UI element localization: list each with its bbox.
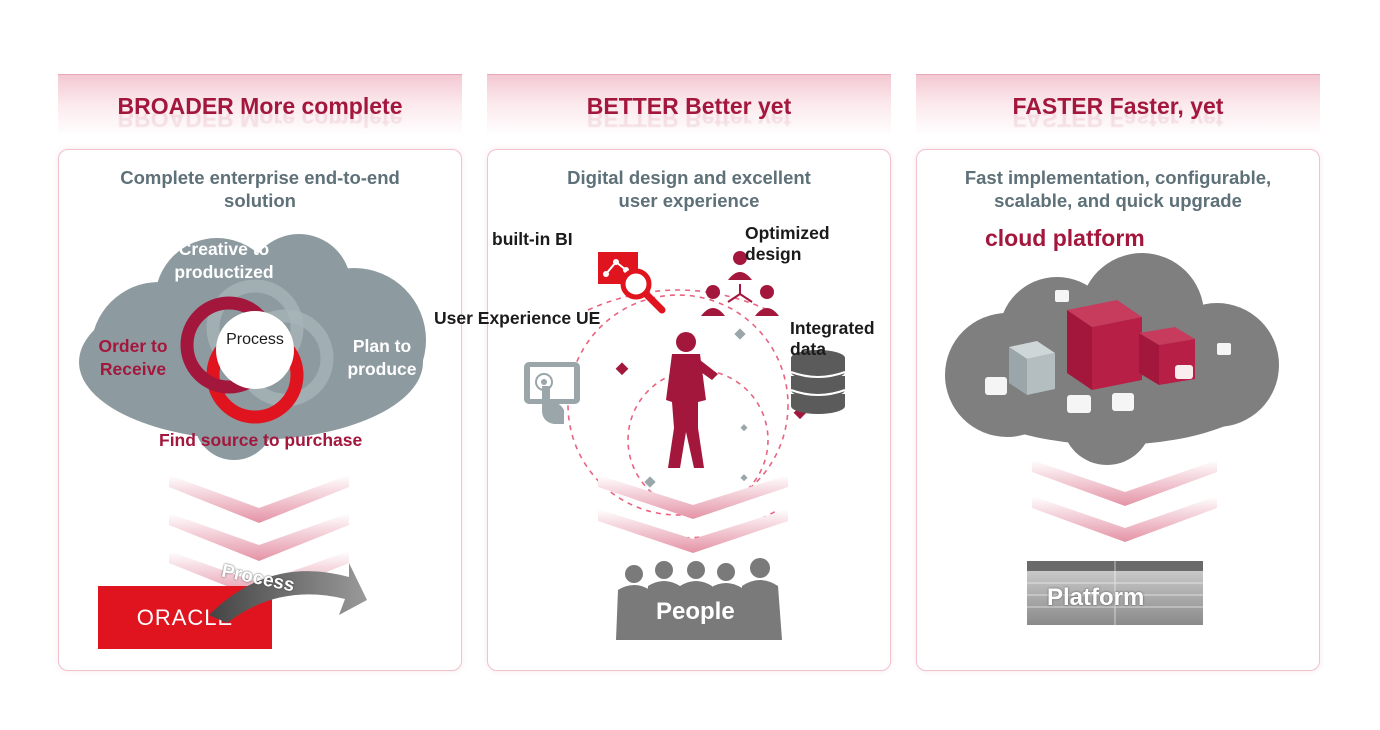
people-group-icon xyxy=(616,558,782,640)
cloud-icon xyxy=(945,253,1279,465)
cube-icon xyxy=(1009,300,1195,395)
label-built-in-bi: built-in BI xyxy=(492,229,573,249)
broader-header: BROADER More complete BROADER More compl… xyxy=(58,74,462,136)
tablet-touch-icon xyxy=(524,362,580,424)
chevron-down-icon xyxy=(1032,460,1217,542)
better-subtitle-text: Digital design and excellent user experi… xyxy=(567,167,811,211)
label-find-source-to-purchase: Find source to purchase xyxy=(159,430,363,450)
label-platform: Platform xyxy=(1047,584,1145,611)
broader-subtitle-text: Complete enterprise end-to-end solution xyxy=(120,167,400,211)
curved-arrow-icon xyxy=(209,563,367,623)
better-header: BETTER Better yet BETTER Better yet xyxy=(487,74,891,136)
orbit-lines xyxy=(567,289,807,539)
label-creative-to-productized: Creative to productized xyxy=(174,239,274,282)
label-order-to-receive: Order to Receive xyxy=(98,336,168,379)
better-subtitle: Digital design and excellent user experi… xyxy=(488,166,890,212)
process-cloud-icon xyxy=(79,234,426,460)
label-people: People xyxy=(656,598,735,625)
faster-subtitle: Fast implementation, configurable, scala… xyxy=(917,166,1319,212)
faster-subtitle-text: Fast implementation, configurable, scala… xyxy=(964,167,1272,211)
faster-header: FASTER Faster, yet FASTER Faster, yet xyxy=(916,74,1320,136)
label-user-experience: User Experience UE xyxy=(434,308,601,328)
broader-panel: Complete enterprise end-to-end solution … xyxy=(58,149,462,671)
server-rack-icon xyxy=(1027,561,1203,625)
label-process-center: Process xyxy=(226,331,284,348)
label-cloud-platform: cloud platform xyxy=(985,225,1145,251)
faster-title-reflection: FASTER Faster, yet xyxy=(1012,106,1224,132)
database-icon xyxy=(790,350,846,414)
label-integrated-data: Integrated data xyxy=(790,318,875,359)
org-people-icon xyxy=(701,251,779,316)
business-man-icon xyxy=(666,332,718,468)
faster-title: FASTER Faster, yet xyxy=(1012,93,1224,119)
broader-subtitle: Complete enterprise end-to-end solution xyxy=(59,166,461,212)
label-optimized-design: Optimized design xyxy=(745,223,830,264)
better-title-reflection: BETTER Better yet xyxy=(586,106,792,132)
label-plan-to-produce: Plan to produce xyxy=(347,336,417,379)
bi-search-chart-icon xyxy=(598,252,666,314)
broader-title-reflection: BROADER More complete xyxy=(117,106,403,132)
better-panel: Digital design and excellent user experi… xyxy=(434,149,891,671)
faster-panel: Fast implementation, configurable, scala… xyxy=(916,149,1320,671)
chevron-down-icon xyxy=(598,475,788,553)
broader-title: BROADER More complete xyxy=(117,93,403,119)
better-title: BETTER Better yet xyxy=(586,93,792,119)
